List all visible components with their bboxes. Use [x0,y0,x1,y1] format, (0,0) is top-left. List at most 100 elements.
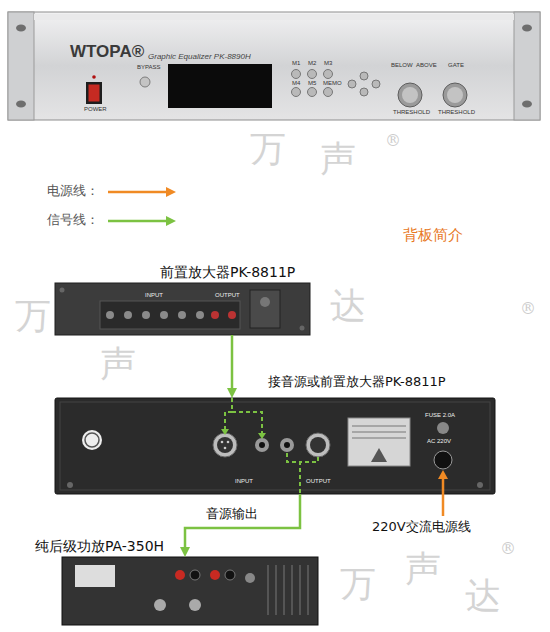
preamp-rear-illustration-part [55,283,310,335]
watermark: ® [500,540,516,558]
equalizer-front-illustration-part [522,25,532,32]
equalizer-front-illustration-part [324,70,333,79]
equalizer-rear-panel: INPUTOUTPUTFUSE 2.0AAC 220V [55,398,495,494]
legend-arrows-part [108,191,167,194]
connector-line [231,335,234,388]
equalizer-front-illustration-part [398,83,422,107]
equalizer-front-illustration-part [402,87,418,103]
preamp-rear-illustration-part [100,301,240,329]
port-label: INPUT [145,292,163,299]
equalizer-front-illustration-part [292,70,301,79]
legend-arrows [108,187,176,226]
equalizer-rear-illustration-part [225,398,262,434]
equalizer-front-illustration-part [348,80,356,88]
equalizer-front-illustration-part [360,72,368,80]
equalizer-rear-illustration-part [306,433,330,457]
section-title: 背板简介 [403,227,463,244]
watermark: 万 [340,563,376,604]
equalizer-rear-illustration-part [224,447,227,450]
preamp-rear-illustration-part [124,311,132,319]
control-label: POWER [84,106,107,113]
control-label: GATE [448,62,464,69]
equalizer-front-panel: WTOPA®Graphic Equalizer PK-8890HPOWERBYP… [8,12,540,120]
equalizer-rear-illustration-part [477,482,483,488]
equalizer-front-illustration-part [324,88,333,97]
arrow-head [180,547,190,557]
equalizer-rear-illustration-part [85,433,99,447]
button-label: M1 [292,60,300,67]
equalizer-rear-illustration-part [221,429,229,435]
equalizer-rear-illustration-part [82,430,102,450]
power-label: AC 220V [427,438,451,445]
equalizer-rear-illustration-part [352,426,406,427]
amplifier-rear-illustration-part [267,565,269,615]
equalizer-front-illustration-part [522,101,532,108]
equalizer-front-illustration-part [308,70,317,79]
equalizer-rear-illustration-part [280,438,294,452]
amplifier-rear-illustration-part [75,565,115,587]
edge-label: 接音源或前置放大器PK-8811P [266,375,448,390]
watermark: ® [520,300,536,318]
fuse-label: FUSE 2.0A [425,412,455,419]
button-label: MEMO [323,80,342,87]
preamp-rear-illustration-part [260,297,270,307]
control-label: BELOW [391,62,413,69]
watermark: 声 [320,138,356,179]
equalizer-front-illustration-part [443,83,467,107]
amplifier-rear-illustration-part [154,599,166,611]
button-label: M3 [324,60,332,67]
button-label: M5 [308,80,316,87]
amplifier-rear-illustration-part [62,557,318,625]
button-label: M4 [292,80,300,87]
callout-label: 220V交流电源线 [372,520,471,535]
legend-text: 电源线： [47,184,99,199]
legend-arrows-part [166,187,176,197]
equalizer-front-illustration-part [308,88,317,97]
amplifier-rear-illustration-part [210,570,220,580]
amplifier-rear-illustration-part [175,570,185,580]
legend-text: 信号线： [47,213,99,228]
preamp-rear-illustration-part [300,326,305,331]
equalizer-front-illustration-part [89,85,100,102]
equalizer-rear-illustration-part [371,448,387,462]
equalizer-rear-illustration-part [310,437,326,453]
model-name: Graphic Equalizer PK-8890H [148,52,251,61]
preamp-rear-illustration-part [160,311,168,319]
control-label: ABOVE [416,62,437,69]
connector-line [185,494,300,547]
equalizer-front-illustration-part [16,25,26,32]
equalizer-rear-illustration-part [55,398,495,494]
equalizer-front-illustration-part [447,87,463,103]
equalizer-front-illustration-part [8,12,540,120]
equalizer-rear-illustration [55,398,495,494]
watermark: 达 [330,285,366,326]
equalizer-rear-illustration-part [67,482,73,488]
device-title: 前置放大器PK-8811P [160,264,295,280]
equalizer-rear-illustration-part [258,433,266,439]
amplifier-rear-illustration-part [275,565,277,615]
equalizer-front-illustration [8,12,540,120]
control-label: THRESHOLD [438,109,475,116]
preamp-rear-illustration-part [60,288,65,293]
equalizer-rear-illustration-part [259,442,265,448]
equalizer-front-illustration-part [372,80,380,88]
preamp-rear-illustration-part [211,311,219,319]
equalizer-front-illustration-part [514,12,540,120]
amplifier-rear-illustration-part [225,570,235,580]
equalizer-rear-illustration-part [348,418,410,466]
control-label: THRESHOLD [393,109,430,116]
equalizer-rear-illustration-part [284,442,290,448]
port-label: INPUT [235,478,253,485]
edge-label: 音源输出 [204,507,260,522]
preamp-rear-illustration-part [228,311,236,319]
device-title: 纯后级功放PA-350H [35,538,164,554]
button-label: M2 [308,60,316,67]
preamp-rear-illustration-part [106,311,114,319]
power-cord-arrow-part [438,470,448,479]
equalizer-rear-illustration-part [213,433,237,457]
amplifier-rear-illustration [62,557,318,625]
amplifier-rear-illustration-part [299,565,301,615]
equalizer-front-illustration-part [360,88,368,96]
